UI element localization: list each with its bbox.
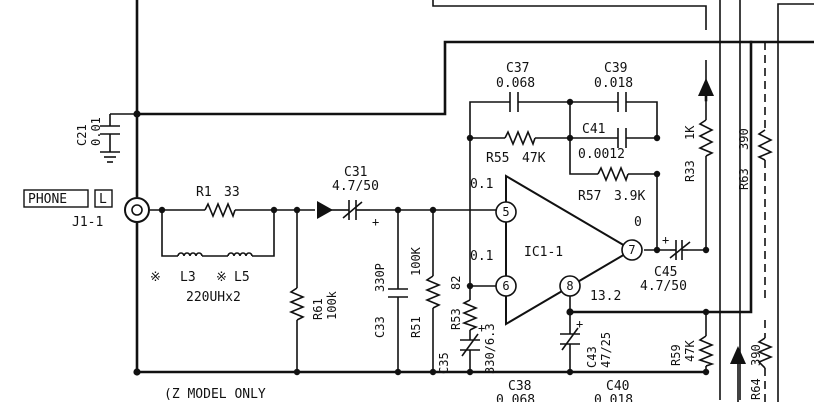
r1-value: 33: [224, 185, 240, 200]
c21-value: 0.01: [89, 117, 103, 146]
plus-sign: +: [372, 215, 379, 229]
c31-value: 4.7/50: [332, 179, 379, 194]
pin7-voltage: 0: [634, 215, 642, 230]
pin-6: 6: [495, 275, 517, 297]
c45-value: 4.7/50: [640, 279, 687, 294]
resistor-r33: [698, 119, 714, 157]
c38-ref: C38: [508, 379, 531, 394]
resistor-r1: [204, 201, 236, 219]
resistor-r57: [597, 165, 629, 183]
r1-ref: R1: [196, 185, 212, 200]
capacitor-c31: [342, 200, 370, 220]
pin-7: 7: [621, 239, 643, 261]
r61-value: 100k: [325, 290, 339, 320]
c33-ref: C33: [373, 316, 387, 338]
c39-ref: C39: [604, 61, 627, 76]
capacitor-c39: [617, 92, 627, 112]
r63-value: 390: [737, 128, 751, 150]
capacitor-c37: [509, 92, 519, 112]
c21-label: C21: [75, 124, 89, 146]
r53-value: 82: [449, 276, 463, 290]
resistor-r55: [504, 129, 536, 147]
capacitor-c41: [617, 128, 627, 148]
pin-8: 8: [559, 275, 581, 297]
r51-ref: R51: [409, 316, 423, 338]
r59-value: 47K: [683, 340, 697, 362]
r53-ref: R53: [449, 308, 463, 330]
c39-value: 0.018: [594, 76, 633, 91]
pin-5: 5: [495, 201, 517, 223]
channel-label-box: [94, 189, 113, 208]
junction-dots: [133, 98, 710, 376]
ic-ref: IC1-1: [524, 245, 563, 260]
capacitor-c21: [100, 125, 120, 163]
channel-label: L: [99, 192, 107, 207]
c41-ref: C41: [582, 122, 605, 137]
c45-ref: C45: [654, 265, 677, 280]
c35-ref: C35: [437, 352, 451, 374]
r64-value: 390: [749, 344, 763, 366]
pin8-voltage: 13.2: [590, 289, 621, 304]
c43-value: 47/25: [599, 332, 613, 368]
c37-value: 0.068: [496, 76, 535, 91]
r55-value: 47K: [522, 151, 546, 166]
phone-jack[interactable]: [124, 197, 150, 223]
wiring: [109, 0, 814, 402]
c43-ref: C43: [585, 346, 599, 368]
c37-ref: C37: [506, 61, 529, 76]
c40-ref: C40: [606, 379, 629, 394]
resistor-r59: [697, 335, 715, 367]
up-arrow-icon: [730, 346, 746, 364]
phone-label: PHONE: [28, 192, 67, 207]
phone-label-box: [23, 189, 89, 208]
asterisk-icon: ※: [150, 270, 161, 285]
diode-arrow-icon: [317, 201, 333, 219]
c38-value: 0.068: [496, 393, 535, 402]
plus-sign: +: [662, 233, 669, 247]
svg-text:5: 5: [502, 205, 509, 219]
l3-ref: L3: [180, 270, 196, 285]
svg-text:7: 7: [628, 243, 635, 257]
r55-ref: R55: [486, 151, 509, 166]
svg-text:8: 8: [566, 279, 573, 293]
pin5-voltage: 0.1: [470, 177, 493, 192]
r64-ref: R64: [749, 378, 763, 400]
l5-ref: L5: [234, 270, 250, 285]
resistor-r64: [756, 337, 774, 369]
pin6-voltage: 0.1: [470, 249, 493, 264]
resistor-r51: [424, 275, 442, 309]
c33-value: 330P: [373, 263, 387, 292]
resistor-r61: [288, 287, 306, 321]
model-note: (Z MODEL ONLY: [164, 387, 266, 402]
c41-value: 0.0012: [578, 147, 625, 162]
svg-text:6: 6: [502, 279, 509, 293]
capacitor-c35: [460, 333, 480, 357]
capacitor-c45: [669, 240, 691, 260]
capacitor-c43: [560, 327, 580, 351]
r51-value: 100K: [409, 246, 423, 276]
asterisk-icon: ※: [216, 270, 227, 285]
inductor-l3: [177, 252, 203, 257]
plus-sign: +: [478, 321, 485, 335]
jack-ref: J1-1: [72, 215, 103, 230]
r61-ref: R61: [311, 298, 325, 320]
r57-value: 3.9K: [614, 189, 645, 204]
c35-value: 330/6.3: [483, 323, 497, 374]
r63-ref: R63: [737, 168, 751, 190]
r59-ref: R59: [669, 344, 683, 366]
c40-value: 0.018: [594, 393, 633, 402]
r57-ref: R57: [578, 189, 601, 204]
r33-value: 1K: [683, 125, 697, 140]
r33-ref: R33: [683, 160, 697, 182]
resistor-r53: [461, 299, 479, 331]
c31-ref: C31: [344, 165, 367, 180]
resistor-r63: [757, 129, 773, 161]
inductor-value: 220UHx2: [186, 290, 241, 305]
inductor-l5: [227, 252, 253, 257]
capacitor-c33: [388, 288, 408, 298]
up-arrow-icon: [698, 78, 714, 96]
plus-sign: +: [576, 317, 583, 331]
